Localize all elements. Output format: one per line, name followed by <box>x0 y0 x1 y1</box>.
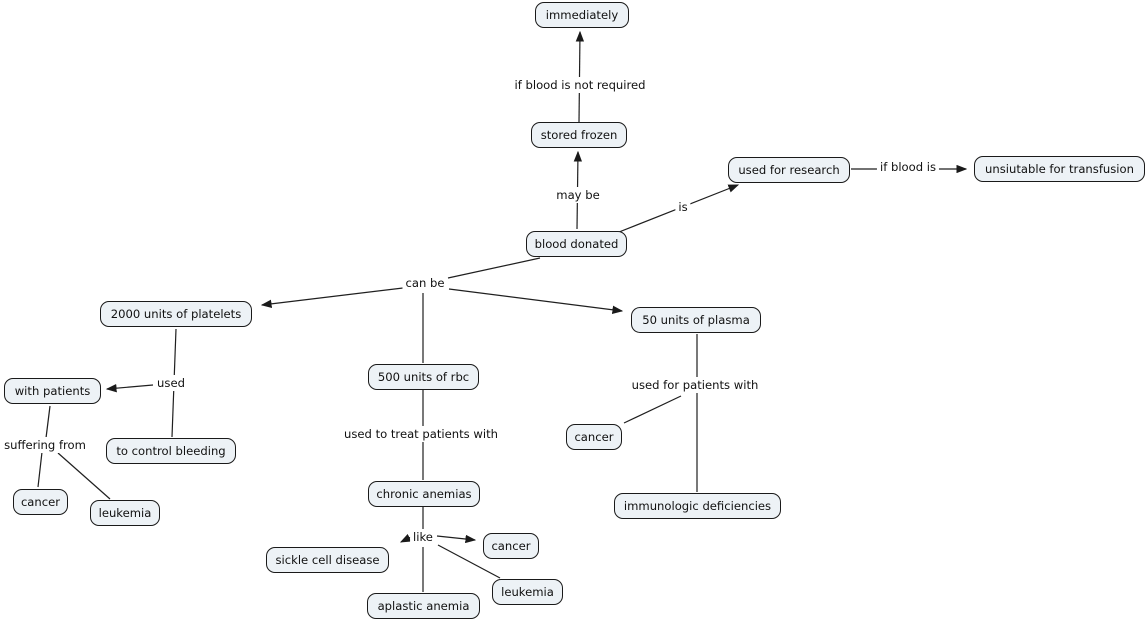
node-cancer-left[interactable]: cancer <box>13 489 68 515</box>
edge-canbe-plasma <box>448 288 624 314</box>
edge-like-sickle <box>399 533 412 543</box>
edge-canbe-platelets <box>260 287 404 309</box>
node-used-for-research[interactable]: used for research <box>728 157 850 183</box>
phrase-used-for-patients[interactable]: used for patients with <box>628 377 762 393</box>
node-cancer-right[interactable]: cancer <box>566 424 622 450</box>
phrase-like[interactable]: like <box>410 529 436 545</box>
node-sickle-cell-disease[interactable]: sickle cell disease <box>266 547 389 573</box>
edge-sufferingfrom-leukemia <box>57 452 111 500</box>
node-immunologic-deficiencies[interactable]: immunologic deficiencies <box>614 493 781 519</box>
edge-used-withpatients <box>105 383 154 393</box>
node-blood-donated[interactable]: blood donated <box>526 231 627 257</box>
node-aplastic-anemia[interactable]: aplastic anemia <box>367 593 480 619</box>
phrase-if-blood-not-required[interactable]: if blood is not required <box>511 77 649 93</box>
node-chronic-anemias[interactable]: chronic anemias <box>368 481 480 507</box>
edge-blooddonated-canbe <box>447 257 541 279</box>
node-leukemia-left[interactable]: leukemia <box>90 500 160 526</box>
edge-usedfor-cancer <box>623 395 682 424</box>
node-stored-frozen[interactable]: stored frozen <box>531 122 627 148</box>
node-with-patients[interactable]: with patients <box>4 378 101 404</box>
node-500-units-rbc[interactable]: 500 units of rbc <box>368 364 479 390</box>
phrase-if-blood-is[interactable]: if blood is <box>876 159 940 175</box>
node-cancer-mid[interactable]: cancer <box>483 533 539 559</box>
edge-sufferingfrom-cancer <box>37 451 43 488</box>
phrase-used[interactable]: used <box>154 375 188 391</box>
node-to-control-bleeding[interactable]: to control bleeding <box>106 438 236 464</box>
phrase-suffering-from[interactable]: suffering from <box>1 437 89 453</box>
edge-like-cancer <box>436 534 477 544</box>
edge-like-leukemia <box>437 544 501 579</box>
node-2000-units-platelets[interactable]: 2000 units of platelets <box>100 301 252 327</box>
node-immediately[interactable]: immediately <box>535 2 629 28</box>
node-unsuitable-for-transfusion[interactable]: unsiutable for transfusion <box>974 156 1145 182</box>
phrase-may-be[interactable]: may be <box>553 187 603 203</box>
phrase-used-to-treat[interactable]: used to treat patients with <box>341 426 501 442</box>
node-leukemia-mid[interactable]: leukemia <box>492 579 563 605</box>
phrase-can-be[interactable]: can be <box>402 275 448 291</box>
phrase-is[interactable]: is <box>675 199 691 215</box>
node-50-units-plasma[interactable]: 50 units of plasma <box>631 307 761 333</box>
